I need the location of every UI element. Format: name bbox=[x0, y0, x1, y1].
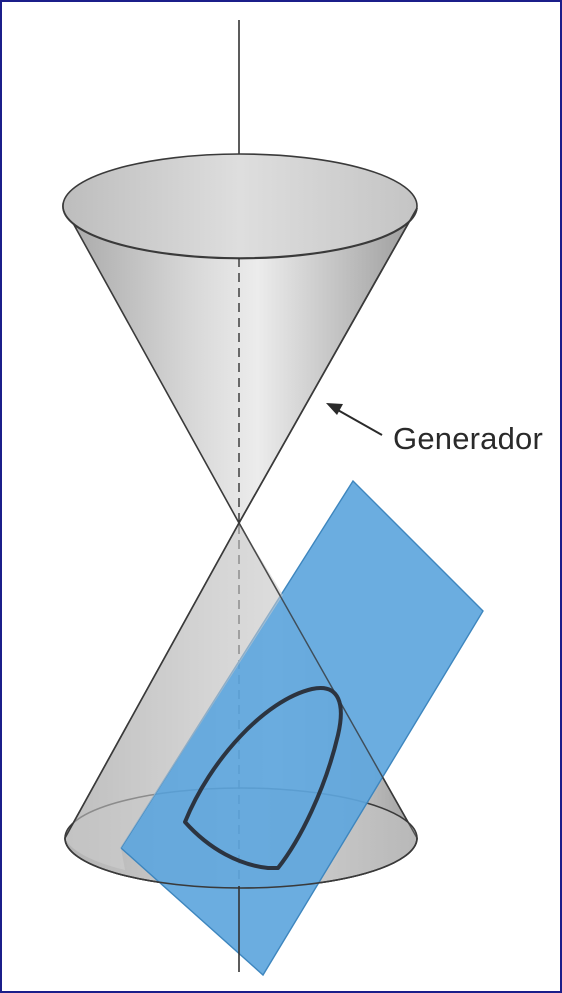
lower-nappe-base-front bbox=[64, 837, 418, 889]
lower-nappe-right-edge bbox=[238, 522, 418, 839]
generator-arrow-head bbox=[326, 403, 343, 415]
lower-nappe-left-edge bbox=[64, 522, 240, 839]
conic-section-curve bbox=[183, 686, 343, 870]
generator-arrow-shaft bbox=[335, 408, 383, 436]
generator-label: Generador bbox=[393, 421, 543, 456]
generator-line bbox=[238, 207, 418, 524]
upper-nappe-rim bbox=[62, 153, 418, 259]
lower-nappe-front-over-plane bbox=[65, 523, 283, 870]
